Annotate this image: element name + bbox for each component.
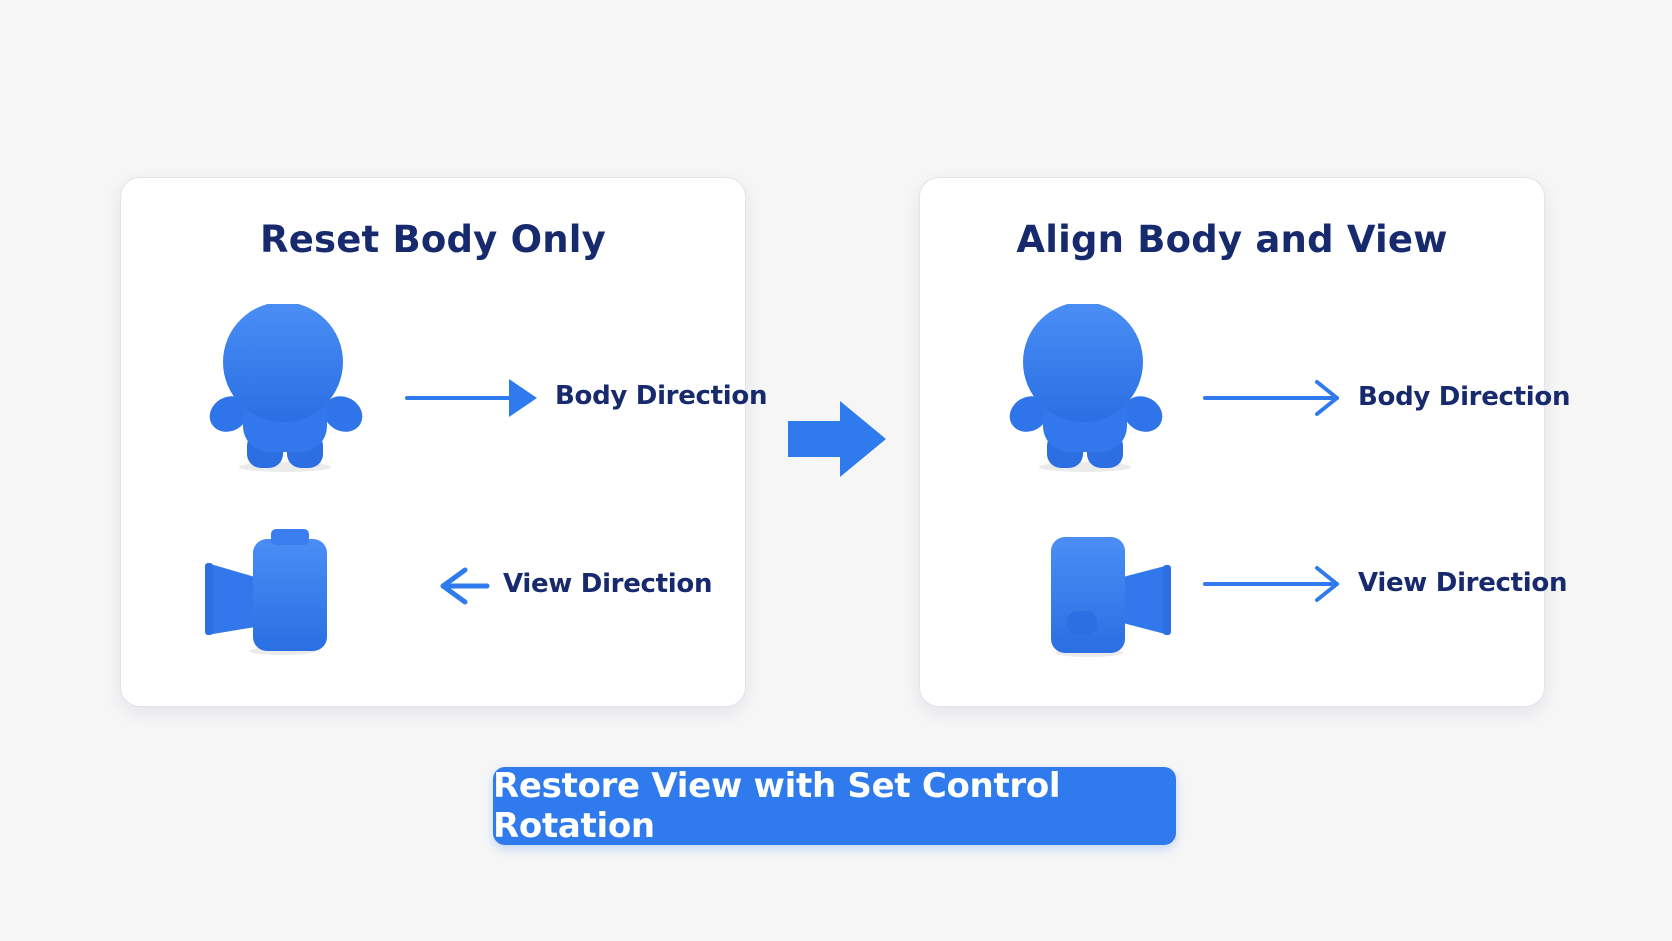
body-direction-arrow-icon (405, 377, 539, 419)
camera-icon (205, 527, 331, 655)
restore-view-button[interactable]: Restore View with Set Control Rotation (493, 766, 1176, 846)
body-direction-label: Body Direction (1358, 382, 1571, 412)
view-direction-label: View Direction (503, 569, 713, 599)
view-direction-label: View Direction (1358, 568, 1568, 598)
right-arrow-icon (786, 399, 888, 483)
body-direction-arrow-icon (1203, 378, 1343, 418)
panel-align-body-and-view: Align Body and View Body Direction (919, 177, 1570, 707)
view-direction-arrow-icon (1203, 564, 1343, 604)
character-figure-icon (205, 304, 365, 472)
panel-reset-body-only: Reset Body Only Body Direction (120, 177, 767, 707)
view-direction-arrow-icon (437, 566, 491, 606)
panel-title: Reset Body Only (260, 218, 606, 261)
restore-view-button-label: Restore View with Set Control Rotation (493, 766, 1061, 846)
character-figure-icon (1005, 304, 1165, 472)
camera-icon (1049, 535, 1173, 657)
body-direction-label: Body Direction (555, 381, 768, 411)
panel-title: Align Body and View (1016, 218, 1448, 261)
